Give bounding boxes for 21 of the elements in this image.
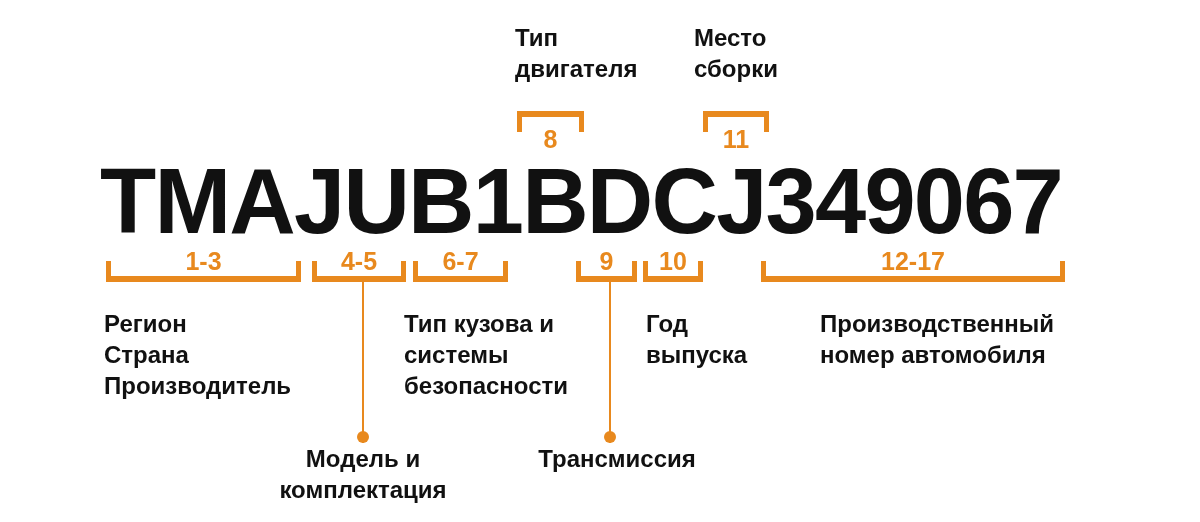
position-number: 8 [543, 127, 558, 152]
field-description: Год выпуска [646, 309, 748, 370]
field-description: Место сборки [694, 23, 778, 84]
field-description: Тип двигателя [515, 23, 638, 84]
field-description: Производственный номер автомобиля [820, 309, 1056, 370]
field-description: Тип кузова и системы безопасности [404, 309, 569, 401]
field-description: Страна [104, 340, 189, 370]
position-number: 12-17 [881, 249, 945, 274]
vin-code: TMAJUB1BDCJ349067 [100, 155, 1062, 247]
leader-line [604, 281, 616, 444]
position-number: 11 [722, 127, 750, 152]
field-description: Трансмиссия [538, 443, 696, 474]
field-description: Производитель [104, 371, 292, 401]
position-number: 1-3 [185, 249, 222, 274]
leader-line [357, 281, 369, 444]
field-description: Регион [104, 309, 187, 339]
position-number: 9 [599, 249, 614, 274]
position-number: 6-7 [442, 249, 479, 274]
position-number: 4-5 [340, 249, 378, 274]
field-description: Модель и комплектация [279, 443, 447, 505]
position-number: 10 [659, 249, 687, 274]
